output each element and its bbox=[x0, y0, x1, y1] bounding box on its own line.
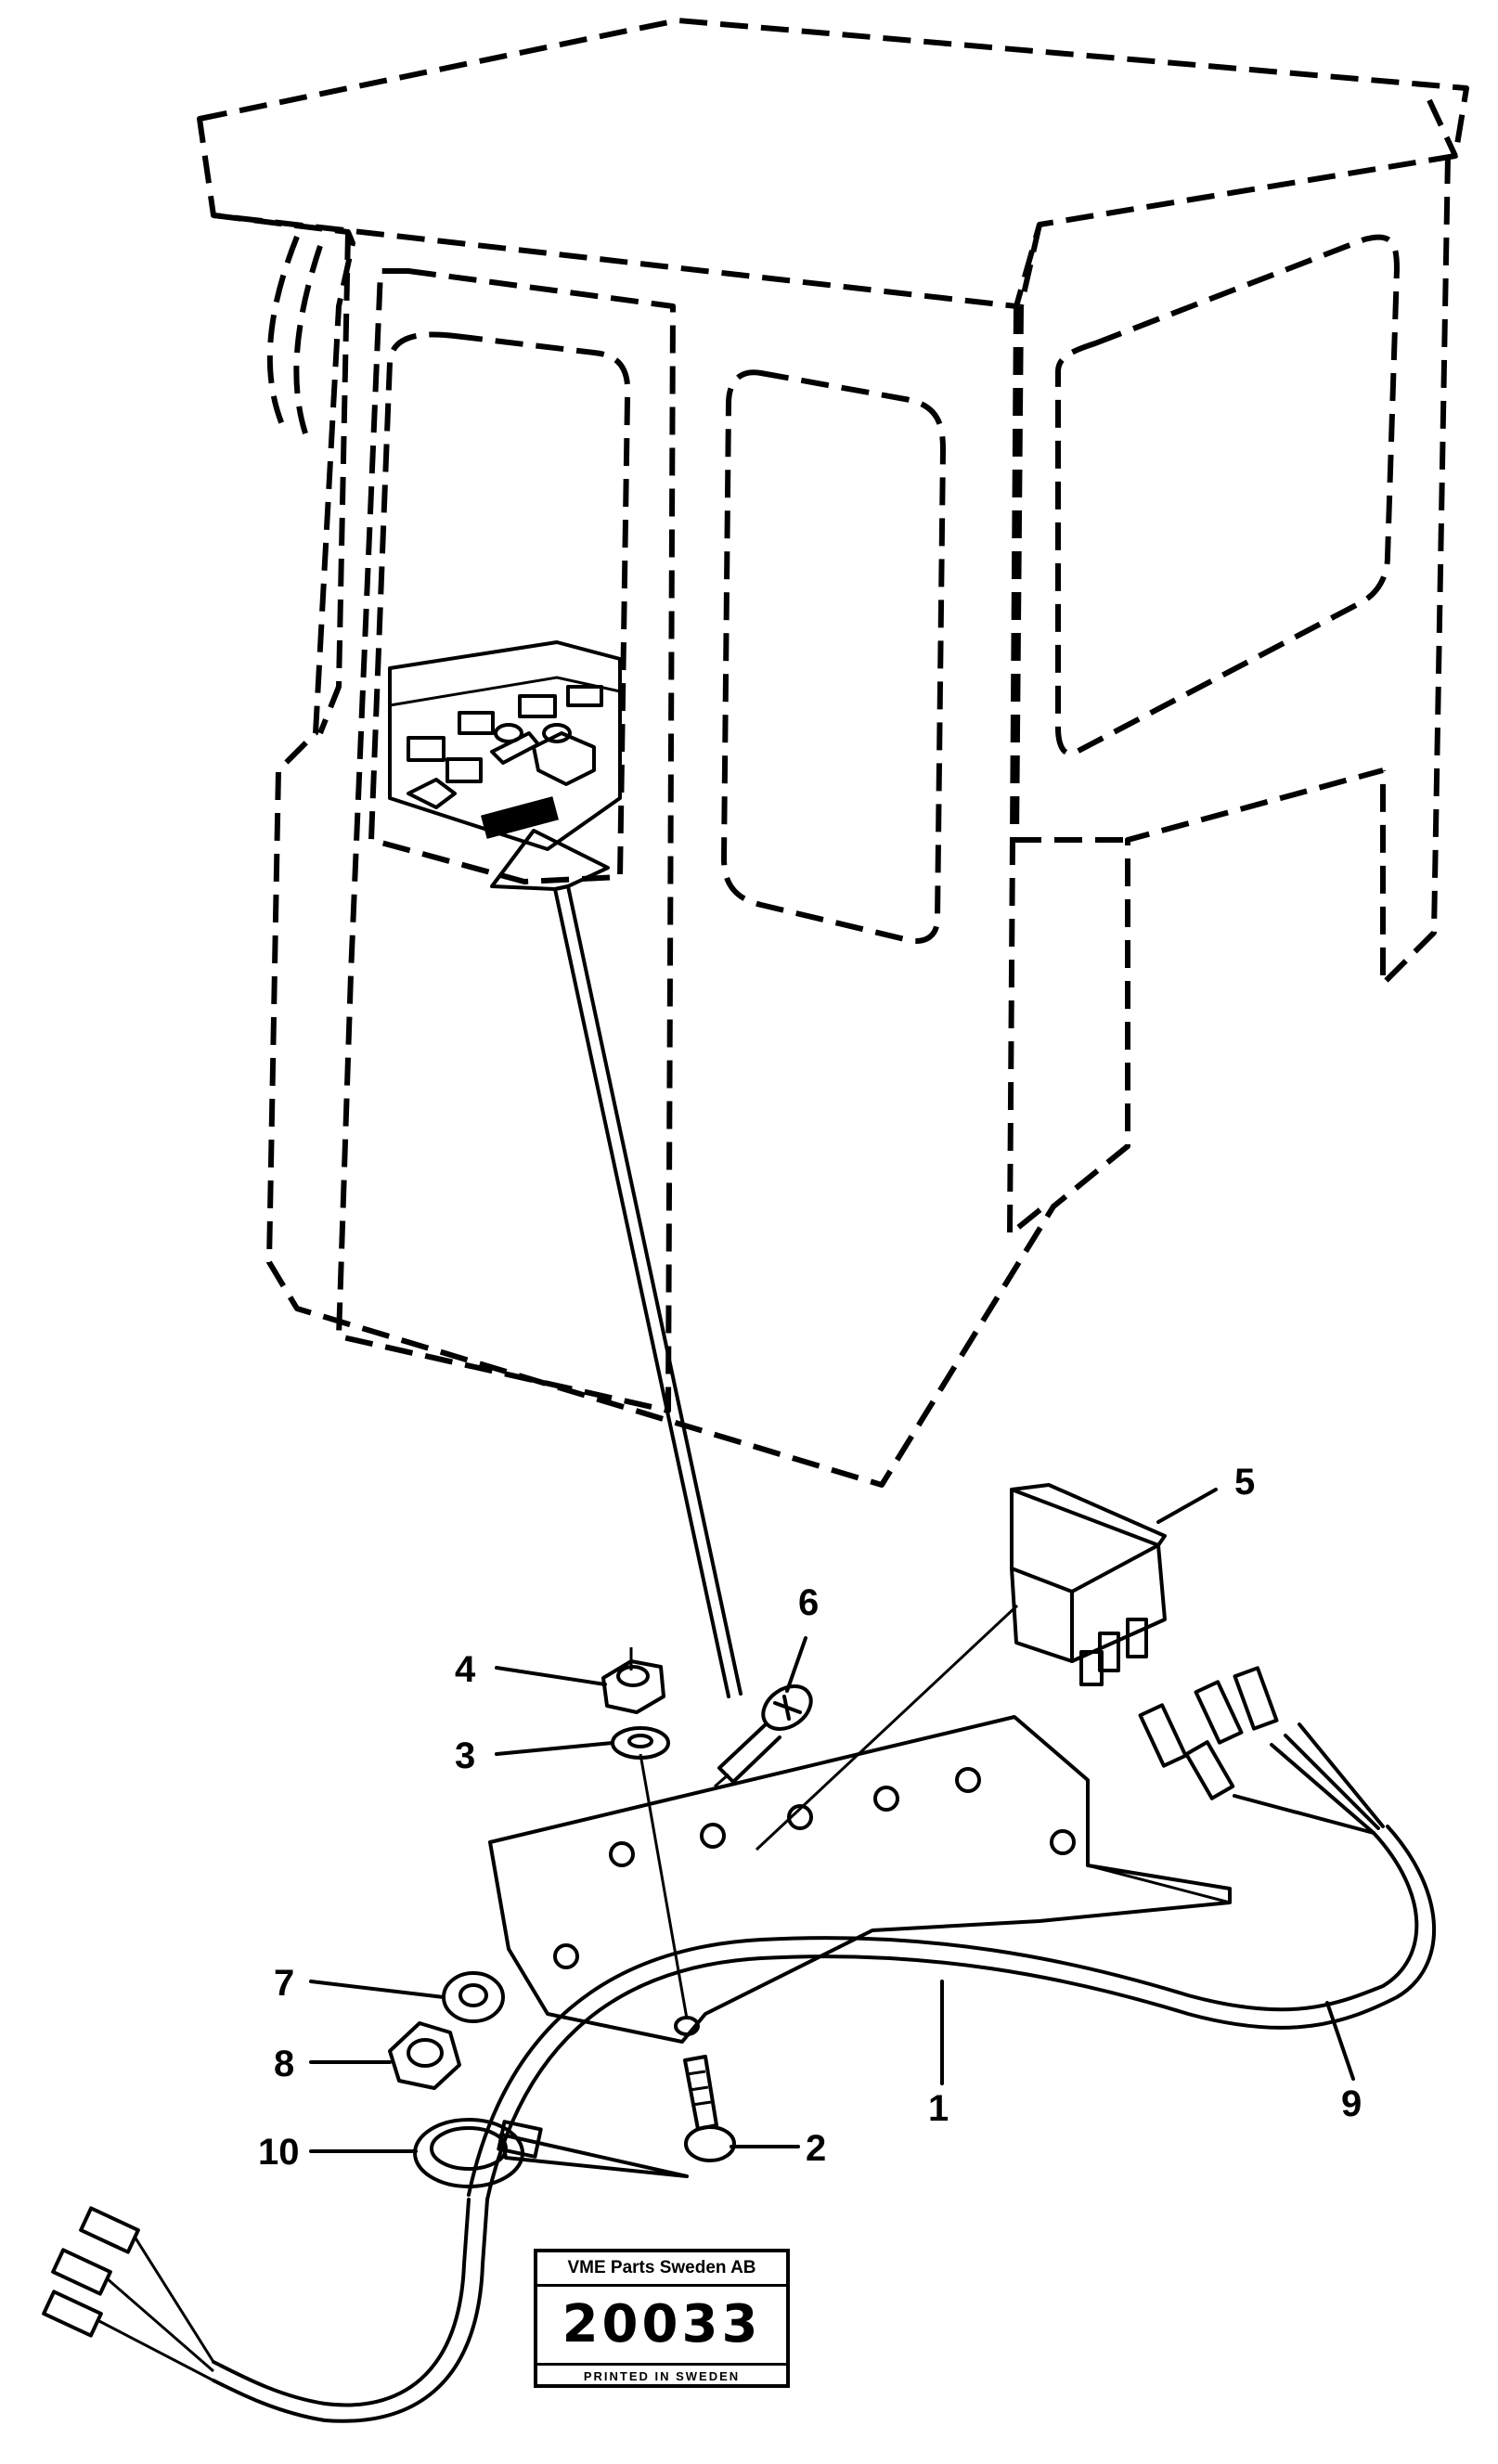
callout-labels: 1 2 3 4 5 6 7 8 9 10 bbox=[258, 1462, 1362, 2173]
cable-tie bbox=[413, 2118, 689, 2188]
stamp-printed: PRINTED IN SWEDEN bbox=[537, 2363, 786, 2388]
callout-7: 7 bbox=[274, 1963, 294, 2004]
callout-8: 8 bbox=[274, 2044, 294, 2084]
relay bbox=[1010, 1483, 1167, 1686]
nut-4 bbox=[601, 1647, 665, 1714]
cab-outline bbox=[197, 18, 1469, 1488]
callout-5: 5 bbox=[1234, 1462, 1255, 1503]
stamp-number: 20033 bbox=[562, 2294, 762, 2354]
washer-7 bbox=[442, 1971, 505, 2023]
callout-4: 4 bbox=[455, 1649, 476, 1690]
screw-2 bbox=[683, 2055, 736, 2162]
stamp-company: VME Parts Sweden AB bbox=[537, 2252, 786, 2287]
callout-1: 1 bbox=[928, 2088, 949, 2129]
dashboard-panel bbox=[388, 640, 622, 851]
cable-harness bbox=[42, 1666, 1436, 2423]
callout-2: 2 bbox=[806, 2128, 826, 2169]
leader-lines bbox=[309, 1488, 1355, 2153]
callout-6: 6 bbox=[798, 1582, 819, 1623]
bracket bbox=[488, 1604, 1232, 2044]
part-stamp: VME Parts Sweden AB 20033 PRINTED IN SWE… bbox=[534, 2249, 790, 2388]
nut-8 bbox=[388, 2021, 461, 2090]
callout-9: 9 bbox=[1341, 2083, 1362, 2124]
screw-6 bbox=[714, 1684, 813, 1788]
callout-10: 10 bbox=[258, 2132, 300, 2173]
install-location-arrow bbox=[490, 829, 743, 1698]
callout-3: 3 bbox=[455, 1735, 475, 1776]
